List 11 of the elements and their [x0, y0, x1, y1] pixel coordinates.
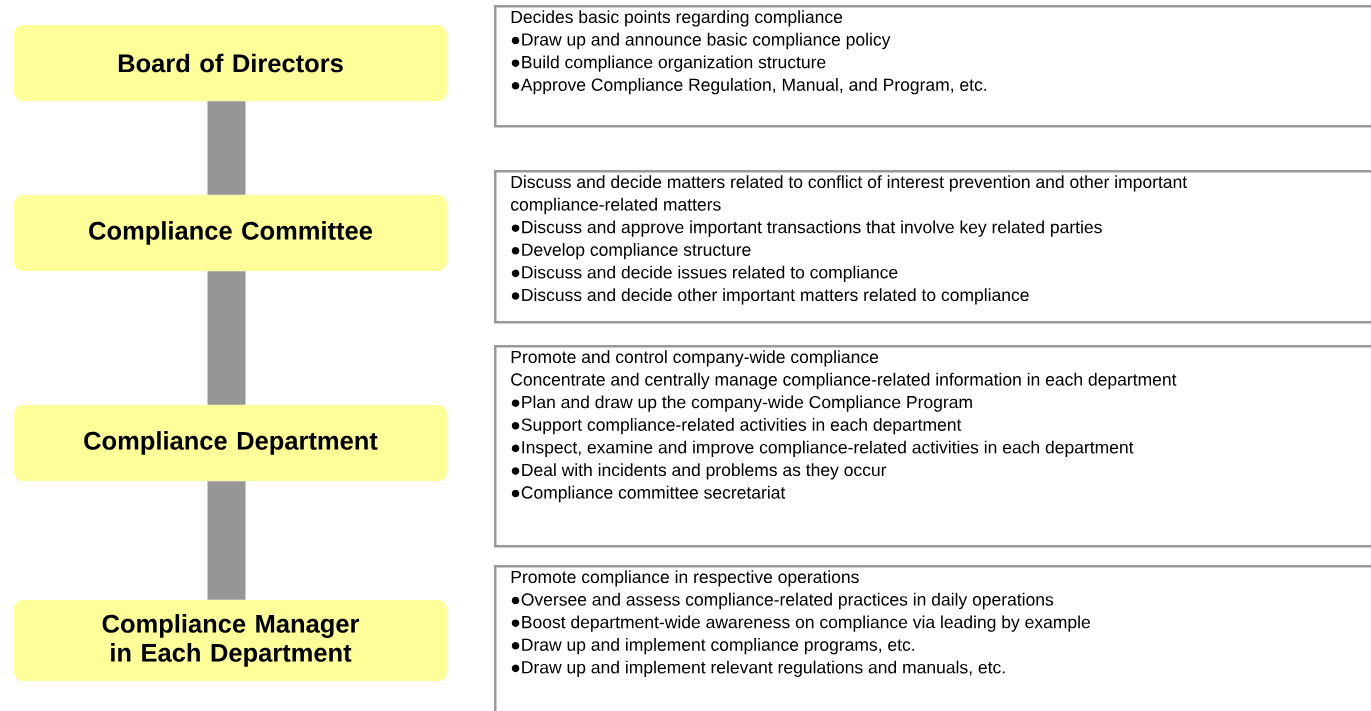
description-box: Decides basic points regarding compliance ●Draw up and announce basic compliance policy ●Build compliance organization structure ●Approve Compliance Regulation, Manual, and Program, etc. — [494, 5, 1371, 128]
organization-box: Compliance Manager in Each Department — [14, 600, 447, 681]
organization-box: Compliance Committee — [14, 195, 447, 271]
organization-box: Compliance Department — [14, 405, 447, 481]
connector-bar — [207, 271, 246, 405]
connector-bar — [207, 101, 246, 195]
description-box: Promote and control company-wide compliance Concentrate and centrally manage compliance-related information in each department ●Plan and draw up the company-wide Compliance Program ●Support compliance-related activities in each department ●Inspect, examine and improve compliance-related activities in each department ●Deal with incidents and problems as they occur ●Compliance committee secretariat — [494, 345, 1371, 548]
connector-bar — [207, 481, 246, 600]
organization-box: Board of Directors — [14, 25, 447, 101]
description-box: Promote compliance in respective operations ●Oversee and assess compliance-related practices in daily operations ●Boost department-wide awareness on compliance via leading by example ●Draw up and implement compliance programs, etc. ●Draw up and implement relevant regulations and manuals, etc. — [494, 565, 1371, 711]
description-box: Discuss and decide matters related to conflict of interest prevention and other important compliance-related matters ●Discuss and approve important transactions that involve key related parties ●Develop compliance structure ●Discuss and decide issues related to compliance ●Discuss and decide other important matters related to compliance — [494, 170, 1371, 324]
